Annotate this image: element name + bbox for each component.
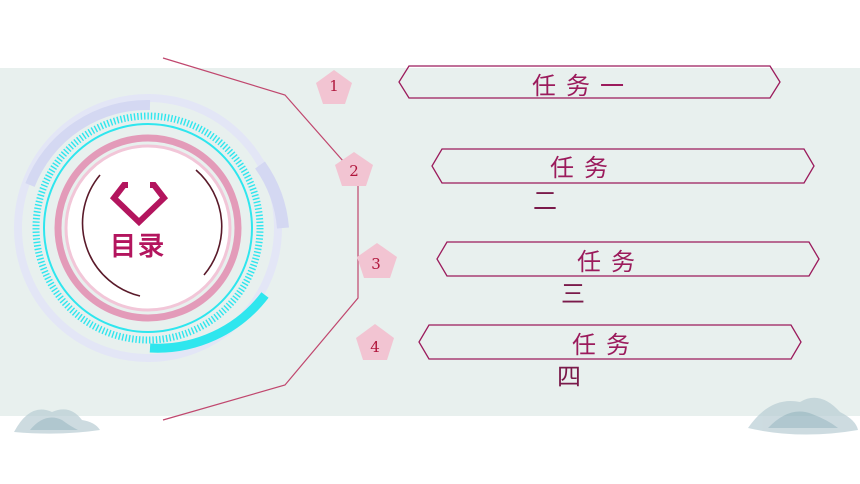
badge-1: 1 bbox=[314, 67, 354, 107]
diamond-icon bbox=[109, 182, 169, 227]
ink-mountain-left bbox=[14, 409, 100, 434]
badge-3: 3 bbox=[356, 245, 396, 285]
badge-2-shape bbox=[335, 152, 373, 186]
badge-4-number: 4 bbox=[370, 338, 380, 356]
ink-mountain-right bbox=[748, 397, 858, 435]
badge-1-number: 1 bbox=[329, 77, 339, 95]
task-banner-3-shape bbox=[436, 241, 820, 277]
badge-4: 4 bbox=[355, 328, 395, 368]
task-banner-4-shape bbox=[418, 324, 802, 360]
badge-3-shape bbox=[357, 243, 397, 278]
task-banner-1-shape bbox=[398, 65, 781, 99]
connector-line bbox=[162, 57, 359, 421]
toc-title: 目录 bbox=[110, 232, 167, 262]
task-1-label[interactable]: 任务一 bbox=[532, 72, 634, 100]
task-4-label-line2: 四 bbox=[557, 363, 581, 391]
task-3-label[interactable]: 任务 bbox=[577, 248, 645, 276]
badge-2: 2 bbox=[334, 152, 374, 192]
badge-4-shape bbox=[356, 324, 394, 360]
task-banner-2-shape bbox=[431, 148, 815, 184]
task-2-label[interactable]: 任务 bbox=[550, 154, 618, 182]
emblem-rings bbox=[14, 94, 289, 362]
badge-1-shape bbox=[316, 70, 352, 104]
task-2-label-line2: 二 bbox=[533, 187, 557, 215]
task-4-label[interactable]: 任务 bbox=[572, 331, 640, 359]
badge-2-number: 2 bbox=[349, 162, 359, 180]
badge-3-number: 3 bbox=[371, 255, 381, 273]
task-3-label-line2: 三 bbox=[561, 280, 585, 308]
